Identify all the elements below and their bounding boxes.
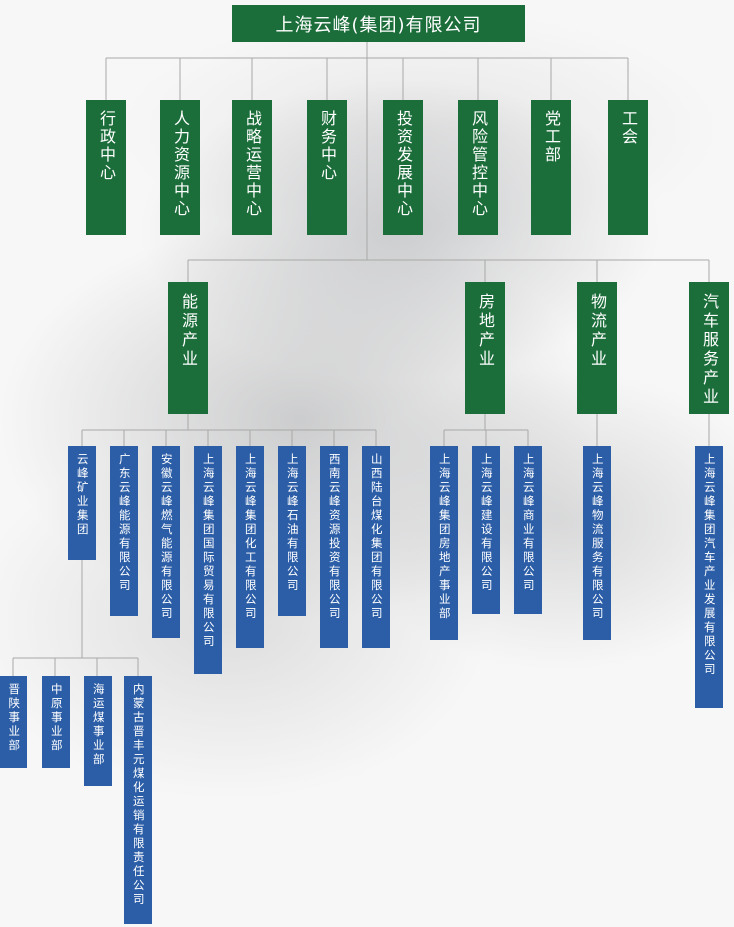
department-box-investment: 投资发展中心 [383,100,423,235]
company-box-guangdong-energy: 广东云峰能源有限公司 [110,446,138,616]
company-box-shanxi-coal-chemical: 山西陆台煤化集团有限公司 [362,446,390,648]
department-box-union: 工会 [608,100,648,235]
department-box-risk: 风险管控中心 [458,100,498,235]
company-box-construction: 上海云峰建设有限公司 [472,446,500,614]
division-box-shipping-coal: 海运煤事业部 [84,676,112,786]
department-box-admin: 行政中心 [86,100,126,235]
company-box-southwest-resources: 西南云峰资源投资有限公司 [320,446,348,648]
company-box-anhui-gas: 安徽云峰燃气能源有限公司 [152,446,180,638]
industry-box-logistics: 物流产业 [577,282,617,414]
division-box-zhongyuan: 中原事业部 [42,676,70,768]
department-box-hr: 人力资源中心 [160,100,200,235]
company-box-petroleum: 上海云峰石油有限公司 [278,446,306,616]
company-box-international-trade: 上海云峰集团国际贸易有限公司 [194,446,222,674]
division-box-inner-mongolia: 内蒙古晋丰元煤化运销有限责任公司 [124,676,152,924]
company-box-mining-group: 云峰矿业集团 [68,446,96,560]
department-box-finance: 财务中心 [307,100,347,235]
root-company-box: 上海云峰(集团)有限公司 [232,5,525,42]
industry-box-auto: 汽车服务产业 [689,282,729,414]
company-box-auto-development: 上海云峰集团汽车产业发展有限公司 [695,446,723,708]
division-box-jinshan: 晋陕事业部 [0,676,27,768]
department-box-strategy: 战略运营中心 [232,100,272,235]
company-box-logistics-service: 上海云峰物流服务有限公司 [583,446,611,640]
company-box-realestate-division: 上海云峰集团房地产事业部 [430,446,458,640]
company-box-commercial: 上海云峰商业有限公司 [514,446,542,614]
company-box-chemical: 上海云峰集团化工有限公司 [236,446,264,648]
industry-box-energy: 能源产业 [168,282,208,414]
department-box-party: 党工部 [531,100,571,235]
industry-box-realestate: 房地产业 [465,282,505,414]
